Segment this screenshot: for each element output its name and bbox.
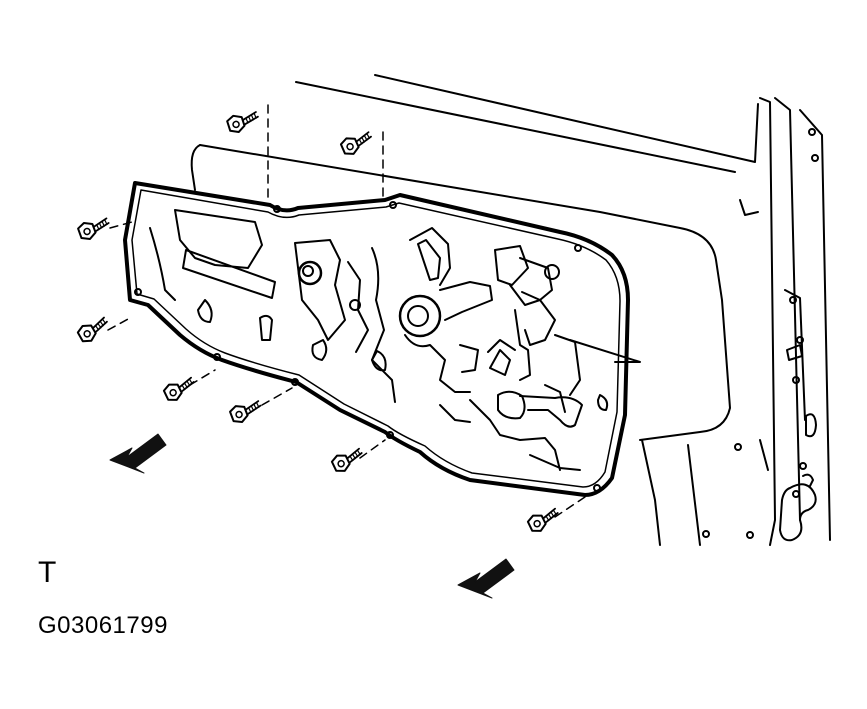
bolt-icon: [228, 398, 265, 426]
bolt-icon: [338, 129, 376, 158]
panel-internals: [134, 201, 641, 492]
bolt-icon: [525, 506, 563, 535]
bolt-icon: [161, 375, 199, 404]
alignment-lines: [107, 104, 589, 518]
arrow-icon: [457, 558, 515, 599]
bolt-icon: [75, 315, 113, 346]
arrows: [109, 433, 515, 599]
bolt-icon: [76, 216, 113, 243]
door-body: [190, 74, 831, 546]
door-panel: [123, 181, 630, 497]
figure-code: G03061799: [38, 612, 168, 639]
bolt-icon: [225, 109, 262, 135]
view-letter: T: [38, 556, 57, 589]
arrow-icon: [109, 433, 167, 474]
bolt-icon: [329, 446, 367, 475]
